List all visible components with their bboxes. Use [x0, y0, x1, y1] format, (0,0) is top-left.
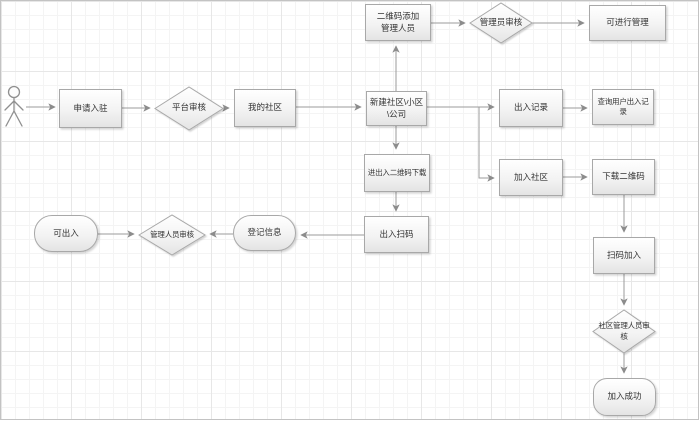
node-new-community[interactable]: 新建社区\小区 \公司	[366, 91, 427, 126]
node-admin-review-shape	[469, 2, 533, 44]
node-can-access[interactable]: 可出入	[34, 215, 98, 252]
node-join-success[interactable]: 加入成功	[593, 378, 656, 416]
node-admin-review[interactable]: 管理员审核	[479, 17, 523, 28]
person-icon	[4, 85, 24, 127]
node-can-manage[interactable]: 可进行管理	[589, 5, 666, 41]
node-qr-download[interactable]: 进出入二维码下载	[364, 154, 430, 192]
node-manager-review[interactable]: 管理人员审核	[150, 229, 194, 239]
node-qr-add-admin[interactable]: 二维码添加 管理人员	[365, 4, 431, 41]
node-my-community[interactable]: 我的社区	[234, 89, 296, 127]
node-query-user-records[interactable]: 查询用户出入记录	[592, 89, 654, 125]
node-join-community[interactable]: 加入社区	[499, 159, 563, 196]
node-manager-review-shape	[138, 214, 206, 256]
node-access-scan[interactable]: 出入扫码	[364, 216, 429, 253]
flowchart-canvas	[0, 0, 699, 420]
node-community-manager-review-shape	[592, 309, 656, 354]
node-platform-review-shape	[154, 86, 224, 131]
node-download-qr[interactable]: 下载二维码	[592, 159, 655, 195]
edges-group	[26, 19, 628, 374]
diamond-shapes	[138, 2, 656, 354]
node-platform-review[interactable]: 平台审核	[171, 102, 206, 113]
node-scan-join[interactable]: 扫码加入	[593, 237, 655, 274]
edge-new-community-join-community	[478, 107, 495, 182]
node-register-info[interactable]: 登记信息	[233, 215, 296, 251]
node-community-manager-review[interactable]: 社区管理人员审 核	[598, 321, 650, 341]
node-apply-join[interactable]: 申请入驻	[59, 89, 122, 128]
node-access-records[interactable]: 出入记录	[499, 89, 563, 127]
